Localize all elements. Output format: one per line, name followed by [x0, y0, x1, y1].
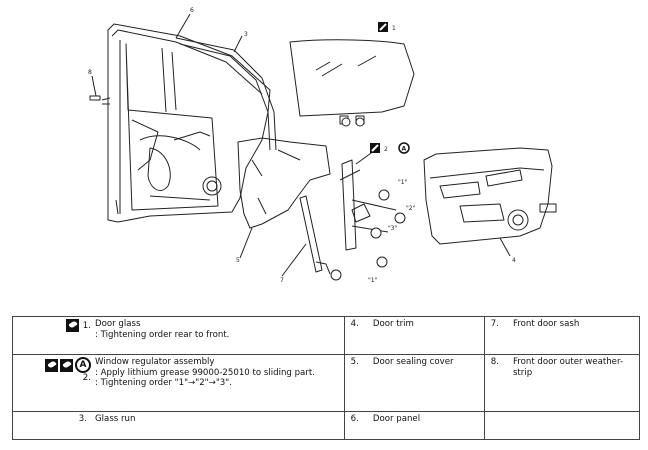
legend-cell-door-panel: 6.Door panel: [343, 410, 485, 441]
torque-markers: [330, 117, 406, 281]
callout-6: 6: [190, 7, 194, 14]
glass-run: [175, 37, 277, 151]
torque-icon: [45, 358, 58, 372]
torque-icon-glass: [378, 22, 388, 32]
grease-icon: A: [75, 357, 91, 374]
window-regulator: [339, 159, 397, 251]
order-label-3: "3": [388, 225, 398, 232]
svg-text:A: A: [402, 146, 407, 153]
exploded-door-diagram: A 1 2 3 4 5 6 7 8 "1" "2" "3" "1": [88, 7, 557, 284]
door-trim: [423, 147, 557, 245]
door-glass: [289, 39, 415, 125]
parts-legend-table: 1. Door glass : Tightening order rear to…: [12, 315, 641, 441]
front-door-sash: [299, 195, 331, 275]
legend-cell-empty: [483, 410, 641, 441]
torque-icon-regulator: [370, 143, 380, 153]
door-panel: [89, 23, 271, 223]
legend-cell-window-regulator: A 2. Window regulator assembly : Apply l…: [12, 354, 345, 412]
order-label-2: "2": [406, 205, 416, 212]
callout-8: 8: [88, 69, 92, 76]
legend-cell-door-trim: 4.Door trim: [343, 315, 485, 356]
order-label-1a: "1": [398, 179, 408, 186]
torque-icon: [65, 319, 79, 332]
callout-4: 4: [512, 257, 516, 264]
order-label-1b: "1": [368, 277, 378, 284]
legend-cell-door-sealing-cover: 5.Door sealing cover: [343, 354, 485, 412]
legend-note: : Tightening order "1"→"2"→"3".: [95, 378, 232, 389]
grease-gun-icon: [60, 358, 73, 372]
legend-cell-glass-run: 3.Glass run: [12, 410, 345, 441]
callout-7: 7: [280, 277, 284, 284]
grease-icon-regulator: A: [398, 142, 410, 154]
legend-note: : Apply lithium grease 99000-25010 to sl…: [95, 367, 315, 378]
legend-cell-front-door-sash: 7.Front door sash: [483, 315, 641, 356]
callout-3: 3: [244, 31, 248, 38]
legend-note: : Tightening order rear to front.: [95, 329, 230, 340]
callout-5: 5: [236, 257, 240, 264]
callout-2: 2: [384, 146, 388, 153]
legend-text: Door glass: [95, 319, 141, 329]
legend-text: Window regulator assembly: [95, 357, 215, 368]
callout-1: 1: [392, 25, 396, 32]
legend-cell-door-glass: 1. Door glass : Tightening order rear to…: [12, 315, 345, 356]
legend-cell-outer-weatherstrip: 8.Front door outer weather-strip: [483, 354, 641, 412]
door-sealing-cover: [237, 137, 331, 229]
